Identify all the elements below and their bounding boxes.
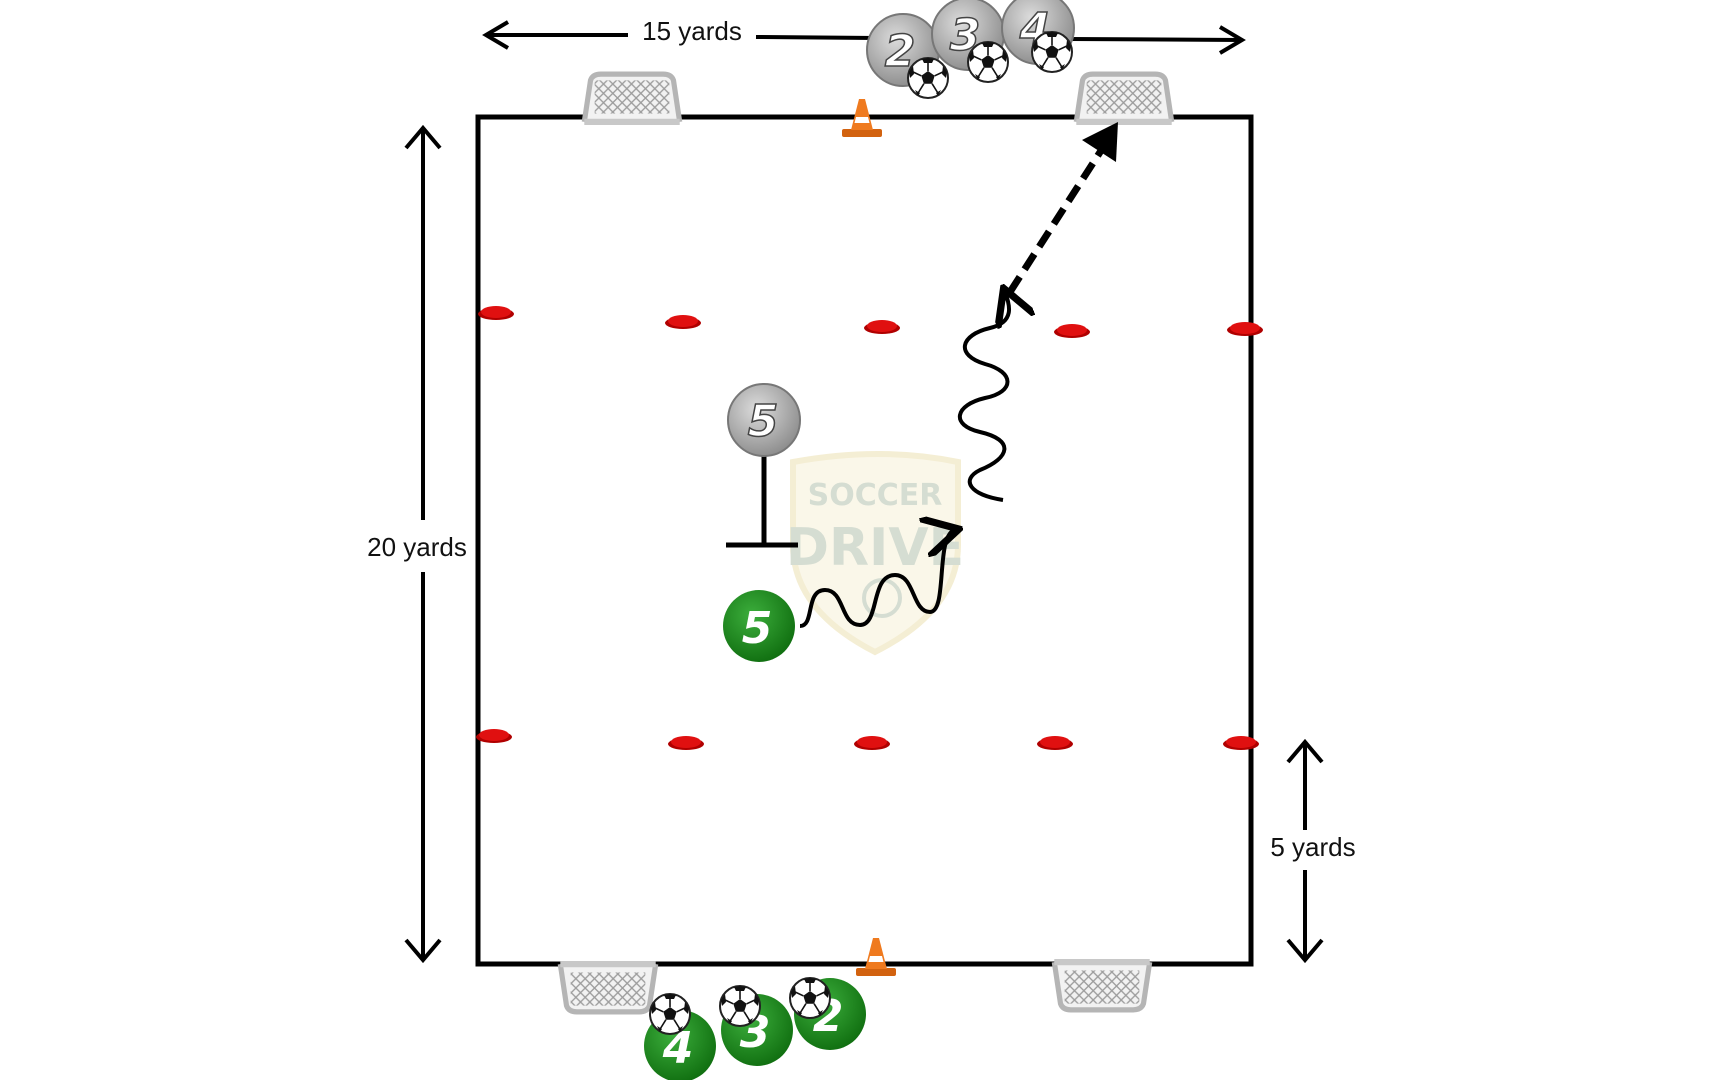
zone-dimension-arrow	[1286, 738, 1324, 964]
upper-cone-line	[478, 306, 1263, 338]
tall-cone-icon	[856, 938, 896, 976]
watermark-line2: DRIVE	[786, 518, 964, 578]
dribble-zigzag-arrow	[958, 292, 1009, 502]
attacker-player	[723, 590, 795, 662]
shot-arrow	[1007, 130, 1116, 294]
dribble-path-arrow	[799, 530, 955, 628]
defender-player	[727, 383, 801, 457]
defender-number: 3	[950, 10, 981, 61]
length-label: 20 yards	[367, 532, 467, 562]
length-dimension-arrow	[404, 124, 442, 964]
disc-cone-icon	[478, 306, 514, 320]
soccer-ball-icon	[907, 57, 949, 99]
disc-cone-icon	[864, 320, 900, 334]
attacker-number: 5	[742, 603, 773, 654]
goal-icon	[1054, 962, 1149, 1010]
soccer-drive-watermark: SOCCER DRIVE	[786, 451, 964, 656]
width-dimension-arrow	[482, 20, 1246, 55]
disc-cone-icon	[1223, 736, 1259, 750]
disc-cone-icon	[854, 736, 890, 750]
shot-arrow-head	[1082, 122, 1118, 162]
defender-queue: 2 3 4	[866, 0, 1075, 99]
lower-cone-line	[476, 729, 1259, 750]
soccer-ball-icon	[967, 41, 1009, 83]
soccer-ball-icon	[649, 993, 691, 1035]
soccer-ball-icon	[789, 977, 831, 1019]
active-defender: 5	[726, 383, 801, 548]
disc-cone-icon	[1054, 324, 1090, 338]
goal-icon	[560, 964, 655, 1012]
attacker-queue: 4 3 2	[644, 977, 866, 1080]
disc-cone-icon	[665, 315, 701, 329]
defender-number: 5	[748, 396, 779, 447]
soccer-ball-icon	[1031, 31, 1073, 73]
defender-block-line	[726, 455, 798, 548]
goal-icon	[1076, 74, 1171, 122]
disc-cone-icon	[1037, 736, 1073, 750]
active-attacker: 5	[723, 590, 795, 662]
width-label: 15 yards	[642, 16, 742, 46]
disc-cone-icon	[668, 736, 704, 750]
zone-label: 5 yards	[1270, 832, 1355, 862]
goal-icon	[584, 74, 679, 122]
disc-cone-icon	[1227, 322, 1263, 336]
soccer-ball-icon	[719, 985, 761, 1027]
watermark-line1: SOCCER	[808, 478, 943, 513]
disc-cone-icon	[476, 729, 512, 743]
